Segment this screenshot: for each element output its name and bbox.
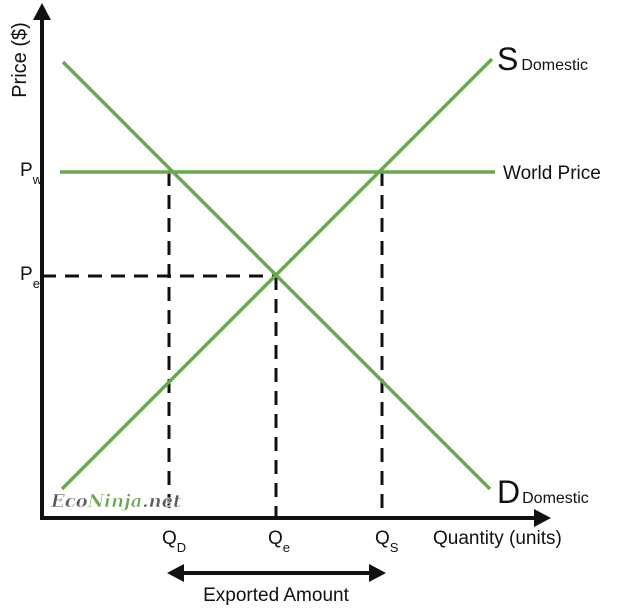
pe-tick-label: Pe bbox=[20, 264, 40, 291]
y-axis-arrowhead bbox=[33, 3, 51, 20]
qd-main: Q bbox=[162, 528, 177, 549]
demand-subscript: Domestic bbox=[522, 490, 589, 507]
qs-main: Q bbox=[375, 528, 390, 549]
exported-arrow-right-head bbox=[369, 564, 386, 582]
watermark-eco: Eco bbox=[50, 491, 88, 512]
pw-tick-label: Pw bbox=[20, 160, 43, 187]
y-axis-label: Price ($) bbox=[9, 22, 31, 98]
watermark-net: .net bbox=[142, 491, 182, 512]
exported-arrow-left-head bbox=[167, 564, 184, 582]
qs-subscript: S bbox=[390, 540, 399, 555]
guide-lines bbox=[42, 172, 384, 518]
pw-subscript: w bbox=[32, 172, 43, 187]
supply-letter: S bbox=[497, 41, 518, 77]
exported-amount-label: Exported Amount bbox=[203, 585, 349, 606]
x-axis-arrowhead bbox=[534, 509, 551, 527]
watermark-ninja: Ninja bbox=[87, 491, 143, 512]
qs-tick-label: QS bbox=[375, 528, 399, 555]
qd-tick-label: QD bbox=[162, 528, 186, 555]
supply-subscript: Domestic bbox=[521, 57, 588, 74]
world-price-label: World Price bbox=[503, 163, 601, 184]
x-axis-label: Quantity (units) bbox=[433, 528, 562, 549]
pe-subscript: e bbox=[33, 276, 40, 291]
qe-tick-label: Qe bbox=[268, 528, 290, 555]
pw-main: P bbox=[20, 160, 33, 181]
qe-subscript: e bbox=[283, 540, 290, 555]
demand-letter: D bbox=[497, 474, 520, 510]
qe-main: Q bbox=[268, 528, 283, 549]
pe-main: P bbox=[20, 264, 33, 285]
qd-subscript: D bbox=[177, 540, 186, 555]
supply-curve bbox=[60, 57, 494, 491]
econinja-watermark: EcoNinja.net bbox=[50, 491, 182, 512]
